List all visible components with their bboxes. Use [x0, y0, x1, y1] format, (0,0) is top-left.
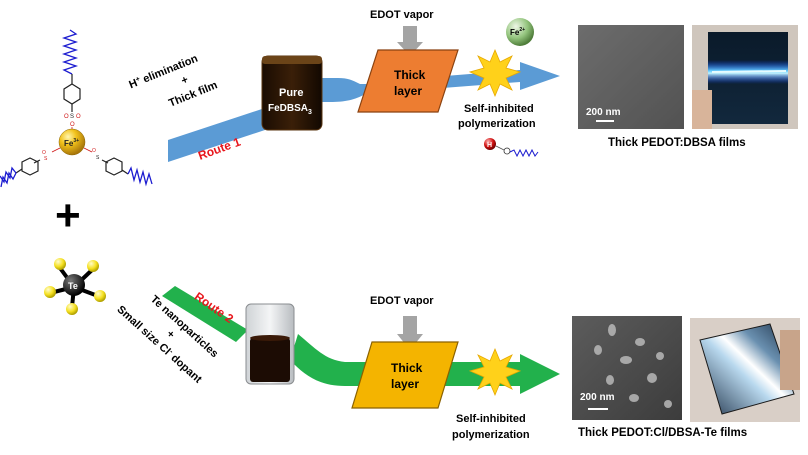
- plus-sign: +: [55, 191, 81, 240]
- svg-text:O: O: [42, 150, 46, 156]
- route1-starburst-icon: [468, 48, 522, 98]
- route2-step-line3: Small size Cl- dopant: [115, 304, 205, 386]
- benzene-ring-right: [105, 157, 123, 176]
- benzene-ring-left: [21, 157, 39, 176]
- route2-process-line1: Self-inhibited: [456, 413, 526, 425]
- route2-film-photo: [690, 318, 800, 422]
- route1-layer-line2: layer: [394, 84, 422, 98]
- route1-vapor-label: EDOT vapor: [370, 9, 434, 21]
- te-atom: [63, 274, 85, 296]
- beaker1-line2: FeDBSA3: [268, 103, 312, 116]
- beaker1-line1: Pure: [279, 87, 303, 99]
- sulfonate-o-right: O: [76, 114, 81, 120]
- route2-process-line2: polymerization: [452, 429, 530, 441]
- beaker-pure-fedbsa: Pure FeDBSA3: [261, 55, 323, 131]
- fe2-label: Fe2+: [510, 27, 525, 37]
- route2-step-line2: +: [164, 328, 177, 341]
- route1-steps: H+ elimination + Thick film: [127, 53, 219, 110]
- svg-text:S: S: [44, 156, 48, 162]
- route2-layer-line1: Thick: [391, 361, 423, 375]
- route2-layer-line2: layer: [391, 377, 419, 391]
- alkyl-chain-top: [61, 29, 79, 75]
- te-label: Te: [68, 281, 78, 291]
- sulfonate-s-top: S: [70, 114, 74, 120]
- route2-scale-label: 200 nm: [580, 392, 615, 403]
- svg-text:S: S: [96, 155, 100, 161]
- h-label: H: [487, 142, 492, 149]
- te-nanoparticle-spots: [594, 324, 672, 408]
- route2-thick-layer: Thick layer: [351, 341, 459, 409]
- h-ion-ball: [484, 138, 496, 150]
- route1-step-line1: H+ elimination: [127, 53, 200, 92]
- route1-layer-line1: Thick: [394, 68, 426, 82]
- svg-text:O: O: [92, 148, 96, 154]
- route2-caption: Thick PEDOT:Cl/DBSA-Te films: [578, 427, 747, 439]
- beaker-te-nanoparticles: [245, 303, 295, 385]
- benzene-ring-top: [63, 83, 81, 105]
- fe3-label: Fe3+: [64, 138, 79, 148]
- route1-caption: Thick PEDOT:DBSA films: [608, 137, 746, 149]
- sulfonate-o-down: O: [70, 122, 75, 128]
- fedbsa-molecule: O S O O Fe3+ O S O S: [0, 29, 153, 188]
- h-ion-with-dbsa: H: [484, 138, 539, 158]
- te-molecule: Te: [44, 258, 106, 315]
- route1-film-photo: [692, 25, 798, 129]
- route1-sem-image: 200 nm: [578, 25, 684, 129]
- route1-vapor-arrow: [397, 26, 423, 56]
- alkyl-chain-right: [127, 166, 153, 187]
- route1-band: [168, 108, 265, 162]
- sulfonate-o-left: O: [64, 114, 69, 120]
- route1-step-line3: Thick film: [167, 79, 219, 109]
- fe3-ion-ball: [58, 128, 86, 156]
- route1-scale-label: 200 nm: [586, 107, 621, 118]
- route2-starburst-icon: [468, 347, 522, 397]
- route2-band: [162, 286, 248, 342]
- route1-process-line2: polymerization: [458, 118, 536, 130]
- route2-vapor-label: EDOT vapor: [370, 295, 434, 307]
- route1-process-line1: Self-inhibited: [464, 103, 534, 115]
- route2-sem-image: 200 nm: [572, 316, 682, 420]
- fe2-ion-ball: [506, 18, 534, 46]
- route1-thick-layer: Thick layer: [357, 49, 459, 113]
- route1-step-line2: +: [180, 74, 190, 88]
